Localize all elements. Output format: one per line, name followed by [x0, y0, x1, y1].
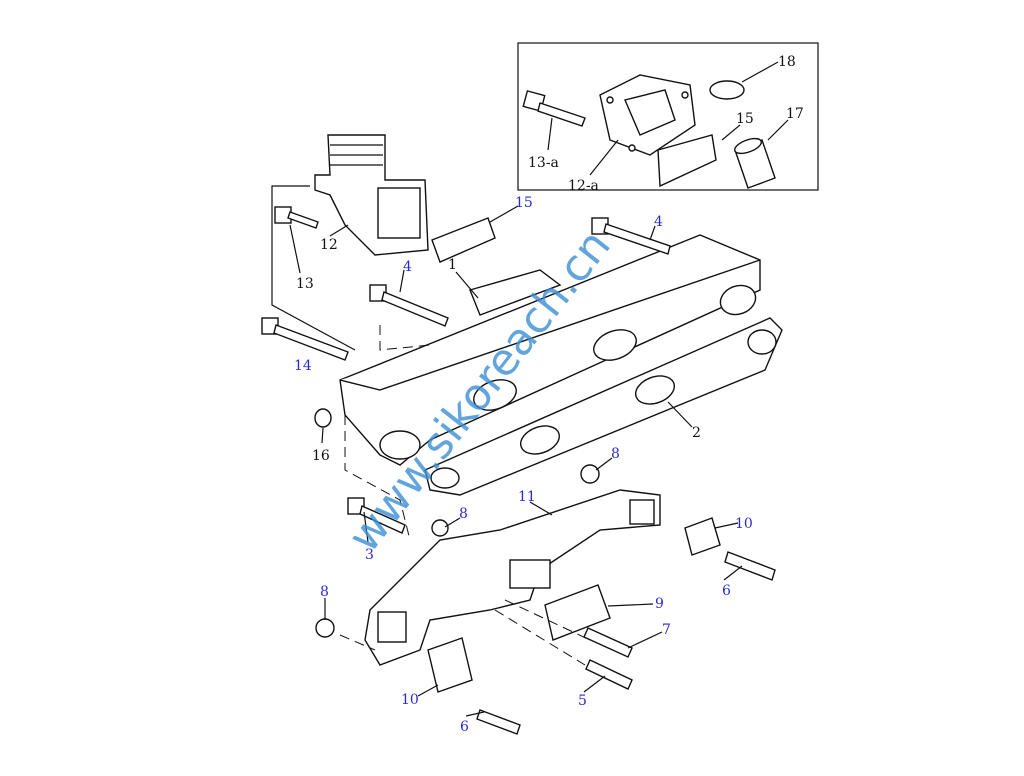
- inset-bolt-13a: [522, 90, 586, 127]
- gasket-2: [424, 317, 783, 496]
- label-15: 15: [515, 195, 533, 211]
- label-4-upper: 4: [654, 214, 663, 230]
- label-5: 5: [578, 693, 587, 709]
- inset-label-13a: 13-a: [528, 155, 559, 171]
- bolt-14: [261, 317, 349, 361]
- gasket-9: [544, 584, 611, 641]
- gasket-15: [431, 217, 496, 263]
- label-10-left: 10: [401, 692, 419, 708]
- inset-label-18: 18: [778, 54, 796, 70]
- exhaust-manifold-11: [364, 489, 661, 666]
- plug-16: [314, 408, 332, 428]
- exhaust-manifold-1: [339, 234, 761, 466]
- label-13: 13: [296, 276, 314, 292]
- label-9: 9: [655, 596, 664, 612]
- bolt-4-lower: [369, 284, 449, 327]
- inset-label-15: 15: [736, 111, 754, 127]
- label-12: 12: [320, 237, 338, 253]
- inset-elbow-12a: [599, 74, 696, 156]
- label-11: 11: [518, 489, 536, 505]
- label-2: 2: [692, 425, 701, 441]
- inset-clamp-18: [709, 80, 745, 100]
- studs: [476, 551, 776, 735]
- inset-frame: [517, 42, 819, 191]
- inset-sleeve-17: [733, 137, 776, 189]
- inset-label-12a: 12-a: [568, 178, 599, 194]
- gasket-10-left: [427, 637, 473, 693]
- label-16: 16: [312, 448, 330, 464]
- label-10-right: 10: [735, 516, 753, 532]
- label-6-right: 6: [722, 583, 731, 599]
- inset-gasket-15: [657, 134, 717, 188]
- label-1: 1: [448, 257, 457, 273]
- bolt-4-upper: [591, 217, 671, 255]
- label-8-left: 8: [320, 584, 329, 600]
- label-3: 3: [365, 547, 374, 563]
- label-6-left: 6: [460, 719, 469, 735]
- bolt-13: [274, 206, 319, 229]
- label-8-upper: 8: [611, 446, 620, 462]
- elbow-12: [314, 134, 429, 256]
- label-8-middle: 8: [459, 506, 468, 522]
- label-4-lower: 4: [403, 259, 412, 275]
- inset-label-17: 17: [786, 106, 804, 122]
- leader-lines: [289, 205, 743, 717]
- nut-8: [315, 464, 600, 638]
- gasket-10-right: [684, 517, 721, 556]
- bolt-3: [347, 497, 406, 534]
- label-14: 14: [294, 358, 312, 374]
- label-7: 7: [662, 622, 671, 638]
